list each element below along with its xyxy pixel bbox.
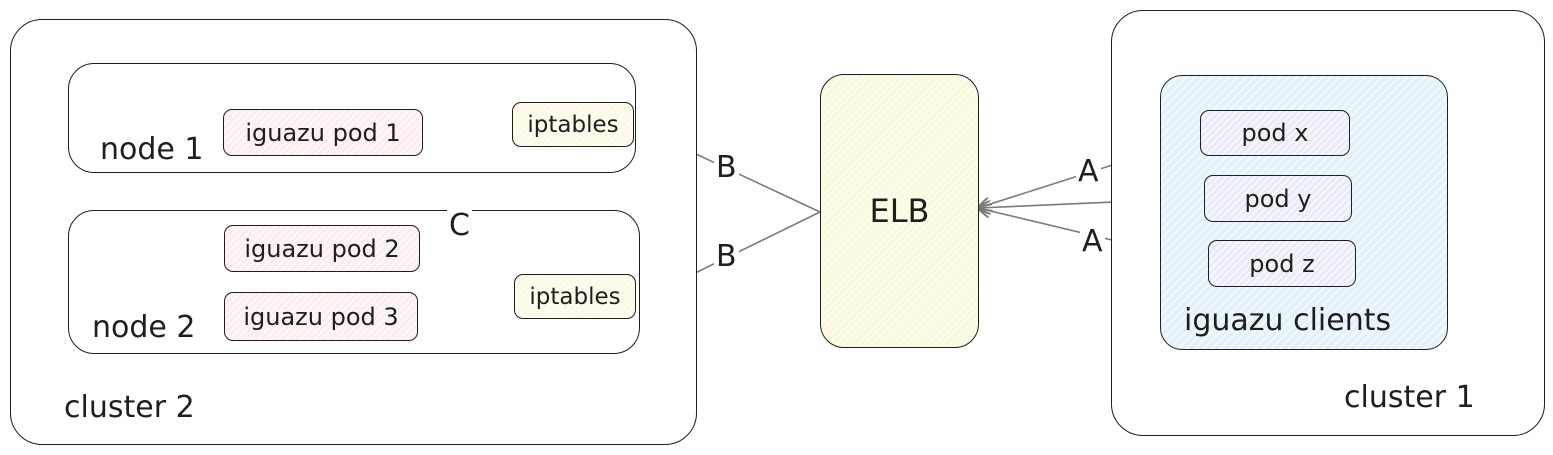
edge-label-b-top: B	[714, 150, 739, 185]
edge-label-b-bottom: B	[714, 239, 739, 274]
edge-label-c: C	[447, 208, 472, 243]
node-1-label: node 1	[100, 132, 204, 167]
edge-label-a-bottom: A	[1080, 224, 1105, 259]
client-pod-z: pod z	[1208, 240, 1356, 287]
iguazu-pod-1: iguazu pod 1	[223, 109, 423, 156]
node-2-label: node 2	[92, 310, 196, 345]
cluster-2-label: cluster 2	[64, 390, 195, 425]
cluster-1-label: cluster 1	[1344, 380, 1475, 415]
elb-box: ELB	[820, 74, 979, 348]
client-pod-y: pod y	[1204, 175, 1352, 222]
iguazu-clients-label: iguazu clients	[1184, 303, 1392, 338]
client-pod-x: pod x	[1200, 110, 1350, 156]
iptables-node-2: iptables	[514, 274, 636, 319]
iguazu-pod-2: iguazu pod 2	[224, 225, 420, 272]
iguazu-pod-3: iguazu pod 3	[224, 292, 418, 341]
edge-label-a-top: A	[1076, 154, 1101, 189]
iptables-node-1: iptables	[512, 102, 634, 147]
